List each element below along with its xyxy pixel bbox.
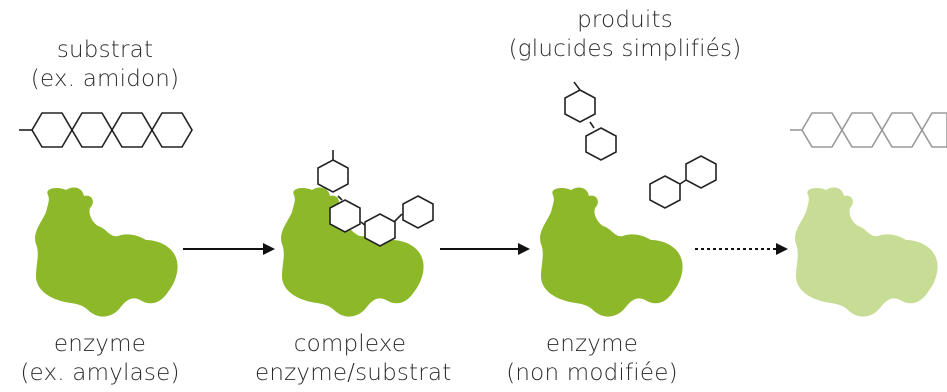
label-enzyme-after: enzyme (non modifiée): [492, 330, 692, 388]
label-products-line1: produits: [577, 7, 673, 33]
enzyme-shape-1: [35, 187, 178, 317]
product-molecule-2: [649, 155, 717, 209]
substrate-molecule-faded: [790, 112, 947, 148]
bound-substrate-molecule: [317, 150, 434, 247]
label-complex: complexe enzyme/substrat: [255, 330, 452, 388]
label-products: produits (glucides simplifiés): [495, 6, 755, 64]
label-substrate: substrat (ex. amidon): [5, 36, 205, 94]
enzyme-shape-faded: [795, 187, 938, 317]
label-complex-line1: complexe: [293, 331, 407, 357]
product-molecule-1: [564, 81, 617, 161]
label-substrate-line2: (ex. amidon): [30, 66, 180, 92]
label-enzyme: enzyme (ex. amylase): [0, 330, 200, 388]
substrate-molecule: [19, 112, 193, 148]
label-substrate-line1: substrat: [56, 37, 154, 63]
label-products-line2: (glucides simplifiés): [508, 36, 742, 62]
label-enzyme-line1: enzyme: [53, 331, 147, 357]
label-complex-line2: enzyme/substrat: [255, 360, 452, 386]
label-enzyme-after-line2: (non modifiée): [506, 360, 678, 386]
label-enzyme-after-line1: enzyme: [545, 331, 639, 357]
label-enzyme-line2: (ex. amylase): [20, 360, 180, 386]
